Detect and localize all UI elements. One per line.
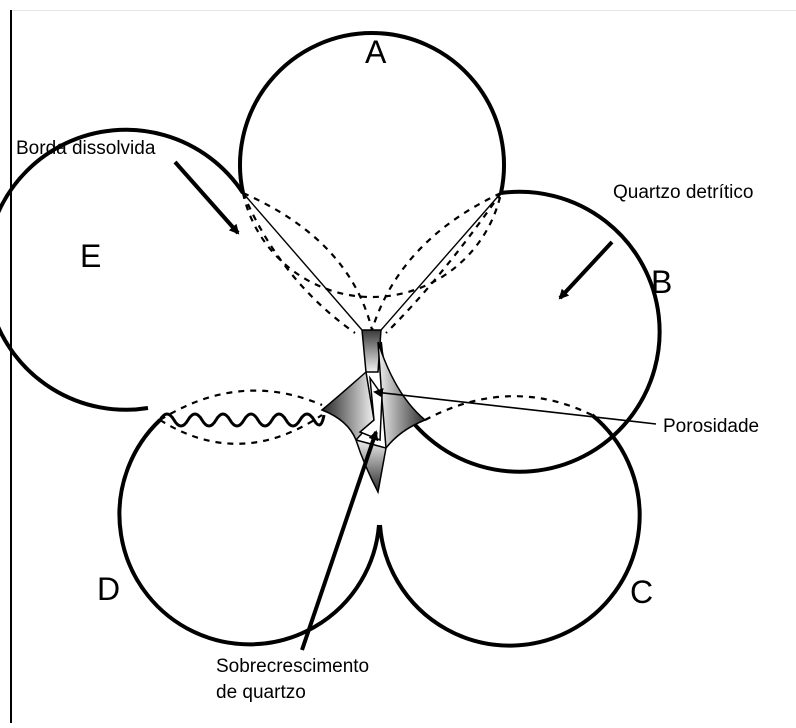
overgrowth-left (320, 370, 375, 442)
grain-e-dissolved-outline (242, 191, 374, 331)
grain-label-b: B (651, 264, 672, 300)
label-sobrecrescimento-line1: Sobrecrescimento (216, 656, 369, 677)
pore-overgrowth (320, 329, 427, 495)
grain-e-outline (0, 127, 245, 412)
grain-d-lower-outline (159, 414, 323, 445)
grain-label-c: C (630, 574, 653, 610)
frame-top-line (10, 10, 796, 11)
grain-b-dissolved-outline (370, 192, 502, 331)
grain-b-inner-outline (385, 192, 502, 334)
overgrowth-top (361, 329, 382, 373)
grain-label-d: D (97, 571, 120, 607)
dissolved-outlines (159, 191, 593, 445)
sobrecrescimento-arrow (300, 430, 379, 651)
grain-c-dissolved-outline (424, 395, 593, 421)
porosidade-arrow (373, 387, 657, 425)
grain-a-outline (238, 31, 506, 194)
grain-b-outline (378, 189, 662, 474)
grain-d-outline (117, 418, 381, 647)
grain-outlines (0, 31, 662, 648)
sutured-contact (158, 412, 326, 428)
overgrowth-bottom (354, 438, 387, 495)
label-porosidade: Porosidade (663, 416, 759, 437)
quartzo-arrow (558, 240, 614, 300)
label-sobrecrescimento-line2: de quartzo (216, 682, 306, 703)
grain-d-dissolved-outline (159, 389, 323, 421)
grain-a-dissolved-outline (241, 192, 503, 299)
label-quartzo-detritico: Quartzo detrítico (613, 182, 753, 203)
contact-line-a-b (380, 192, 502, 331)
grain-c-outline (378, 413, 642, 648)
label-borda-dissolvida: Borda dissolvida (16, 138, 156, 159)
grain-e-inner-outline (241, 192, 356, 334)
grain-label-a: A (365, 34, 387, 70)
contact-line-a-e (242, 192, 363, 331)
frame-left-line (10, 10, 12, 723)
callout-arrows (173, 160, 657, 651)
grain-label-e: E (80, 238, 101, 274)
borda-arrow (173, 160, 240, 235)
contact-lines (242, 192, 502, 331)
